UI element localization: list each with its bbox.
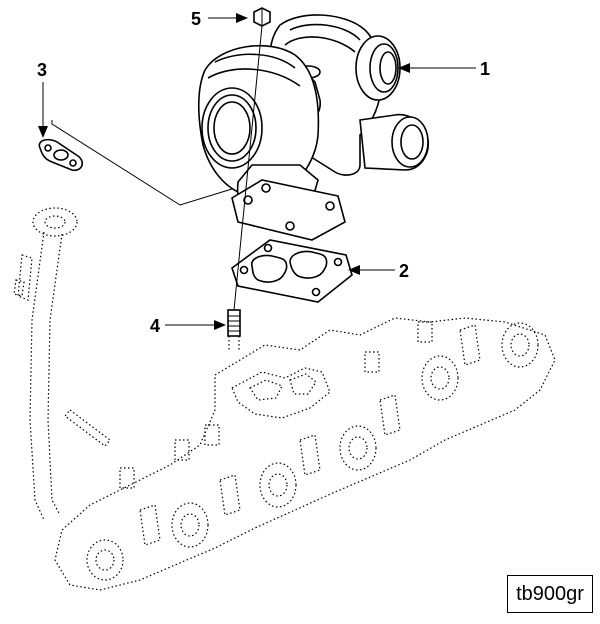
- callout-4: 4: [150, 316, 160, 336]
- oil-drain-gasket: [38, 138, 84, 172]
- callout-arrows: [38, 13, 476, 330]
- alignment-line: [233, 25, 263, 311]
- gasket-leader-line: [51, 120, 246, 206]
- exhaust-manifold: [54, 317, 556, 591]
- oil-drain-tube: [13, 207, 78, 521]
- callout-3: 3: [37, 60, 47, 80]
- reference-code-box: tb900gr: [507, 575, 593, 613]
- callout-1: 1: [480, 59, 490, 79]
- turbo-mounting-gasket: [231, 239, 353, 303]
- callout-2: 2: [399, 261, 409, 281]
- reference-code: tb900gr: [516, 582, 584, 605]
- turbocharger: [198, 14, 430, 241]
- mounting-nut: [253, 7, 271, 27]
- mounting-stud: [227, 309, 241, 352]
- callout-5: 5: [191, 9, 201, 29]
